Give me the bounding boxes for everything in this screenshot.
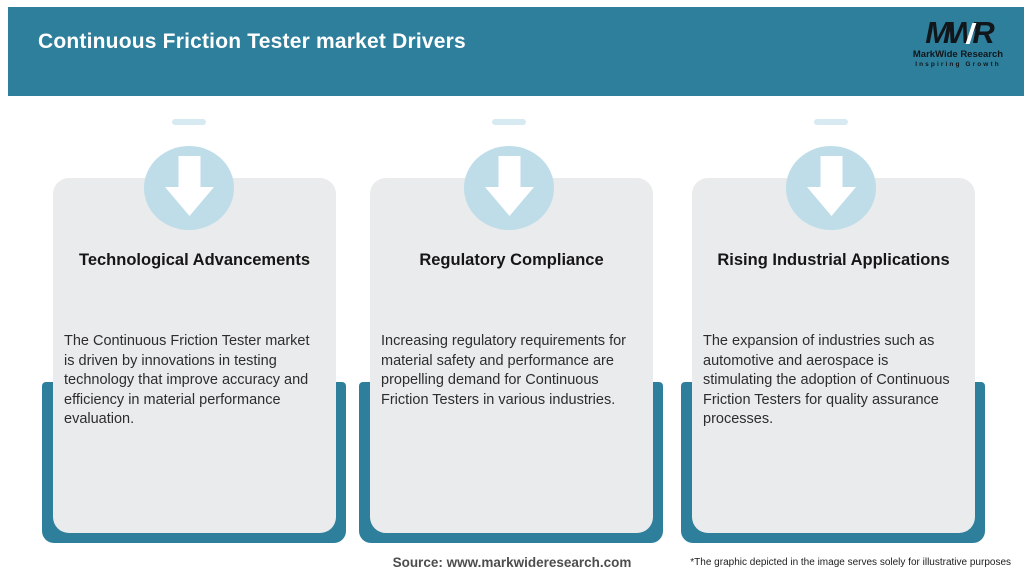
card-title: Technological Advancements: [78, 251, 311, 269]
arrow-circle: [786, 146, 876, 230]
card-body-text: Increasing regulatory requirements for m…: [381, 333, 627, 408]
driver-card-technological-advancements: Technological Advancements The Continuou…: [53, 178, 336, 533]
header-bar: Continuous Friction Tester market Driver…: [8, 7, 1024, 96]
source-text: Source: www.markwideresearch.com: [392, 555, 632, 570]
circle-cap-accent: [492, 119, 526, 125]
arrow-down-icon: [806, 156, 856, 216]
arrow-down-icon: [164, 156, 214, 216]
disclaimer-text: *The graphic depicted in the image serve…: [690, 557, 1011, 568]
card-title: Rising Industrial Applications: [717, 251, 950, 269]
driver-card-regulatory-compliance: Regulatory Compliance Increasing regulat…: [370, 178, 653, 533]
logo-tagline: Inspiring Growth: [915, 61, 1001, 68]
logo-company-name: MarkWide Research: [912, 49, 1004, 60]
driver-card-rising-industrial-applications: Rising Industrial Applications The expan…: [692, 178, 975, 533]
markwide-logo: MWR MarkWide Research Inspiring Growth: [908, 15, 1008, 68]
page-title: Continuous Friction Tester market Driver…: [38, 30, 466, 53]
card-title: Regulatory Compliance: [419, 251, 604, 269]
circle-cap-accent: [814, 119, 848, 125]
arrow-circle: [464, 146, 554, 230]
card-body-text: The Continuous Friction Tester market is…: [64, 333, 310, 427]
mwr-monogram-icon: MWR: [925, 15, 995, 50]
logo-monogram-text: MWR: [925, 15, 995, 50]
arrow-circle: [144, 146, 234, 230]
arrow-down-icon: [484, 156, 534, 216]
card-body-text: The expansion of industries such as auto…: [703, 333, 950, 427]
circle-cap-accent: [172, 119, 206, 125]
